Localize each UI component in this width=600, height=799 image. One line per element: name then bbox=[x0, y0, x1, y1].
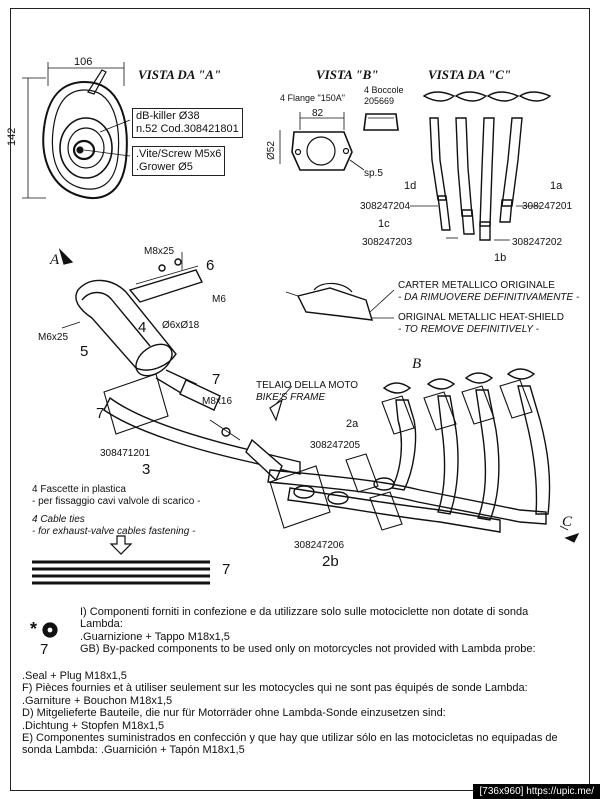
view-a-title: VISTA DA "A" bbox=[138, 67, 222, 82]
ties-en-line1: 4 Cable ties bbox=[32, 514, 85, 525]
view-a-width-dimension: 106 bbox=[74, 56, 93, 68]
part-2a-label: 2a bbox=[346, 418, 359, 430]
carter-it-line2: - DA RIMUOVERE DEFINITIVAMENTE - bbox=[398, 292, 580, 303]
arrow-c-indicator bbox=[564, 532, 580, 543]
bolt-m8x25-label: M8x25 bbox=[144, 246, 175, 257]
view-c-title: VISTA DA "C" bbox=[428, 67, 512, 82]
washer-label: Ø6xØ18 bbox=[162, 320, 200, 331]
carter-en-line2: - TO REMOVE DEFINITIVELY - bbox=[398, 324, 539, 335]
ties-it-line2: - per fissaggio cavi valvole di scarico … bbox=[32, 496, 201, 507]
note-d-line2: .Dichtung + Stopfen M18x1,5 bbox=[22, 719, 165, 732]
flange-thickness-label: sp.5 bbox=[364, 168, 383, 179]
header-code-201: 308247201 bbox=[522, 201, 573, 212]
boccole-label-line1: 4 Boccole bbox=[364, 85, 404, 95]
frame-label-en: BIKE'S FRAME bbox=[256, 392, 326, 403]
header-pipes-main bbox=[267, 368, 569, 533]
dbkiller-callout-line1: dB-killer Ø38 bbox=[136, 110, 200, 122]
note-gb-line1: GB) By-packed components to be used only… bbox=[80, 643, 536, 656]
code-308247205: 308247205 bbox=[310, 440, 361, 451]
header-1b-label: 1b bbox=[494, 252, 507, 264]
header-code-202: 308247202 bbox=[512, 237, 563, 248]
boccole-label-line2: 205669 bbox=[364, 96, 395, 106]
part-5-label: 5 bbox=[80, 343, 89, 360]
screw-callout: .Vite/Screw M5x6 .Grower Ø5 bbox=[132, 146, 226, 176]
star-marker: * bbox=[30, 619, 38, 639]
view-b-flange bbox=[279, 112, 399, 171]
dbkiller-callout-line2: n.52 Cod.308421801 bbox=[136, 123, 239, 135]
header-code-203: 308247203 bbox=[362, 237, 413, 248]
view-c-headers bbox=[410, 91, 552, 241]
part-7-label-upper: 7 bbox=[212, 371, 221, 388]
note-f-line1: F) Pièces fournies et à utiliser seuleme… bbox=[22, 682, 528, 695]
dbkiller-callout: dB-killer Ø38 n.52 Cod.308421801 bbox=[132, 108, 243, 138]
flange-width-dimension: 82 bbox=[312, 108, 324, 119]
view-a-height-dimension: 142 bbox=[6, 127, 18, 146]
code-308471201: 308471201 bbox=[100, 448, 151, 459]
note-gb-line2: .Seal + Plug M18x1,5 bbox=[22, 670, 127, 682]
note-e-line1: E) Componentes suministrados en confecci… bbox=[22, 732, 558, 745]
ties-part-7-label: 7 bbox=[222, 561, 231, 578]
note-it-line3: .Guarnizione + Tappo M18x1,5 bbox=[80, 630, 230, 643]
arrow-b-label: B bbox=[412, 356, 422, 372]
bolt-m8x16-label: M8x16 bbox=[202, 396, 233, 407]
frame-label-it: TELAIO DELLA MOTO bbox=[256, 380, 359, 391]
bolt-m6x25-label: M6x25 bbox=[38, 332, 69, 343]
part-3-label: 3 bbox=[142, 461, 151, 478]
cable-ties bbox=[32, 560, 210, 585]
drawing-sheet bbox=[10, 8, 590, 791]
ties-en-line2: - for exhaust-valve cables fastening - bbox=[32, 526, 196, 537]
mounting-brackets bbox=[103, 373, 533, 531]
screw-callout-line2: .Grower Ø5 bbox=[136, 161, 193, 173]
arrow-a-label: A bbox=[50, 252, 60, 268]
header-1d-label: 1d bbox=[404, 180, 417, 192]
image-source-tag: [736x960] https://upic.me/ bbox=[473, 784, 600, 799]
notes-block-top: I) Componenti forniti in confezione e da… bbox=[80, 606, 536, 656]
part-7-label-left: 7 bbox=[96, 405, 105, 422]
note-it-line2: Lambda: bbox=[80, 618, 123, 631]
part-6-label: 6 bbox=[206, 257, 215, 274]
header-code-204: 308247204 bbox=[360, 201, 411, 212]
down-arrow-icon bbox=[109, 535, 133, 555]
flange-diameter-dimension: Ø52 bbox=[266, 141, 277, 160]
header-1c-label: 1c bbox=[378, 218, 390, 230]
note-f-line2: .Garniture + Bouchon M18x1,5 bbox=[22, 694, 173, 707]
carter-it-line1: CARTER METALLICO ORIGINALE bbox=[398, 280, 555, 291]
part-4-label: 4 bbox=[138, 319, 147, 336]
note-it-line1: I) Componenti forniti in confezione e da… bbox=[80, 606, 529, 618]
screw-callout-line1: .Vite/Screw M5x6 bbox=[136, 148, 222, 160]
part-2b-label: 2b bbox=[322, 553, 339, 570]
view-a-endcap bbox=[22, 62, 131, 200]
star-part-label: 7 bbox=[40, 641, 49, 658]
notes-block-bottom: .Seal + Plug M18x1,5 F) Pièces fournies … bbox=[22, 670, 558, 757]
ties-it-line1: 4 Fascette in plastica bbox=[32, 484, 126, 495]
view-b-title: VISTA "B" bbox=[316, 67, 379, 82]
frame-arrow bbox=[269, 385, 293, 422]
arrow-c-label: C bbox=[562, 514, 573, 530]
header-1a-label: 1a bbox=[550, 180, 563, 192]
code-308247206: 308247206 bbox=[294, 540, 345, 551]
flange-label: 4 Flange "150A" bbox=[280, 93, 345, 103]
plug-gasket-icon bbox=[42, 622, 58, 638]
carter-en-line1: ORIGINAL METALLIC HEAT-SHIELD bbox=[398, 312, 564, 323]
note-d-line1: D) Mitgelieferte Bauteile, die nur für M… bbox=[22, 707, 446, 720]
nut-m6-label: M6 bbox=[212, 294, 226, 305]
arrow-a-indicator bbox=[58, 247, 74, 265]
note-e-line2: sonda Lambda: .Guarnición + Tapón M18x1,… bbox=[22, 744, 245, 757]
heat-shield-detail bbox=[285, 282, 395, 321]
